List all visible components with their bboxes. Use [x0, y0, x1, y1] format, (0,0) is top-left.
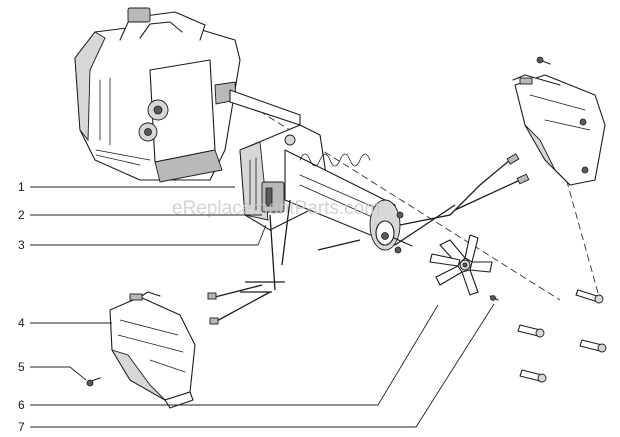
callout-3-leader: [30, 224, 267, 246]
motor-assembly: [239, 124, 413, 254]
callout-number-3: 3: [18, 238, 25, 252]
wire-harness: [207, 153, 530, 325]
shroud-screw-top: [536, 56, 551, 65]
callout-6-leader: [30, 304, 439, 406]
bolt-group: [517, 324, 607, 383]
callout-number-6: 6: [18, 398, 25, 412]
callout-number-7: 7: [18, 420, 25, 434]
cover-screw: [86, 377, 101, 387]
callout-number-4: 4: [18, 316, 25, 330]
fan-shroud: [512, 74, 606, 186]
fan-screw: [489, 295, 499, 301]
cooling-fan: [429, 234, 493, 296]
callout-number-2: 2: [18, 208, 25, 222]
callout-number-1: 1: [18, 180, 25, 194]
motor-housing: [74, 7, 301, 183]
long-bolt: [575, 289, 604, 304]
callout-7-leader: [30, 303, 495, 428]
end-cover: [109, 291, 196, 409]
watermark-text: eReplacementParts.com: [172, 198, 380, 219]
callout-5-leader: [30, 366, 87, 381]
callout-number-5: 5: [18, 360, 25, 374]
